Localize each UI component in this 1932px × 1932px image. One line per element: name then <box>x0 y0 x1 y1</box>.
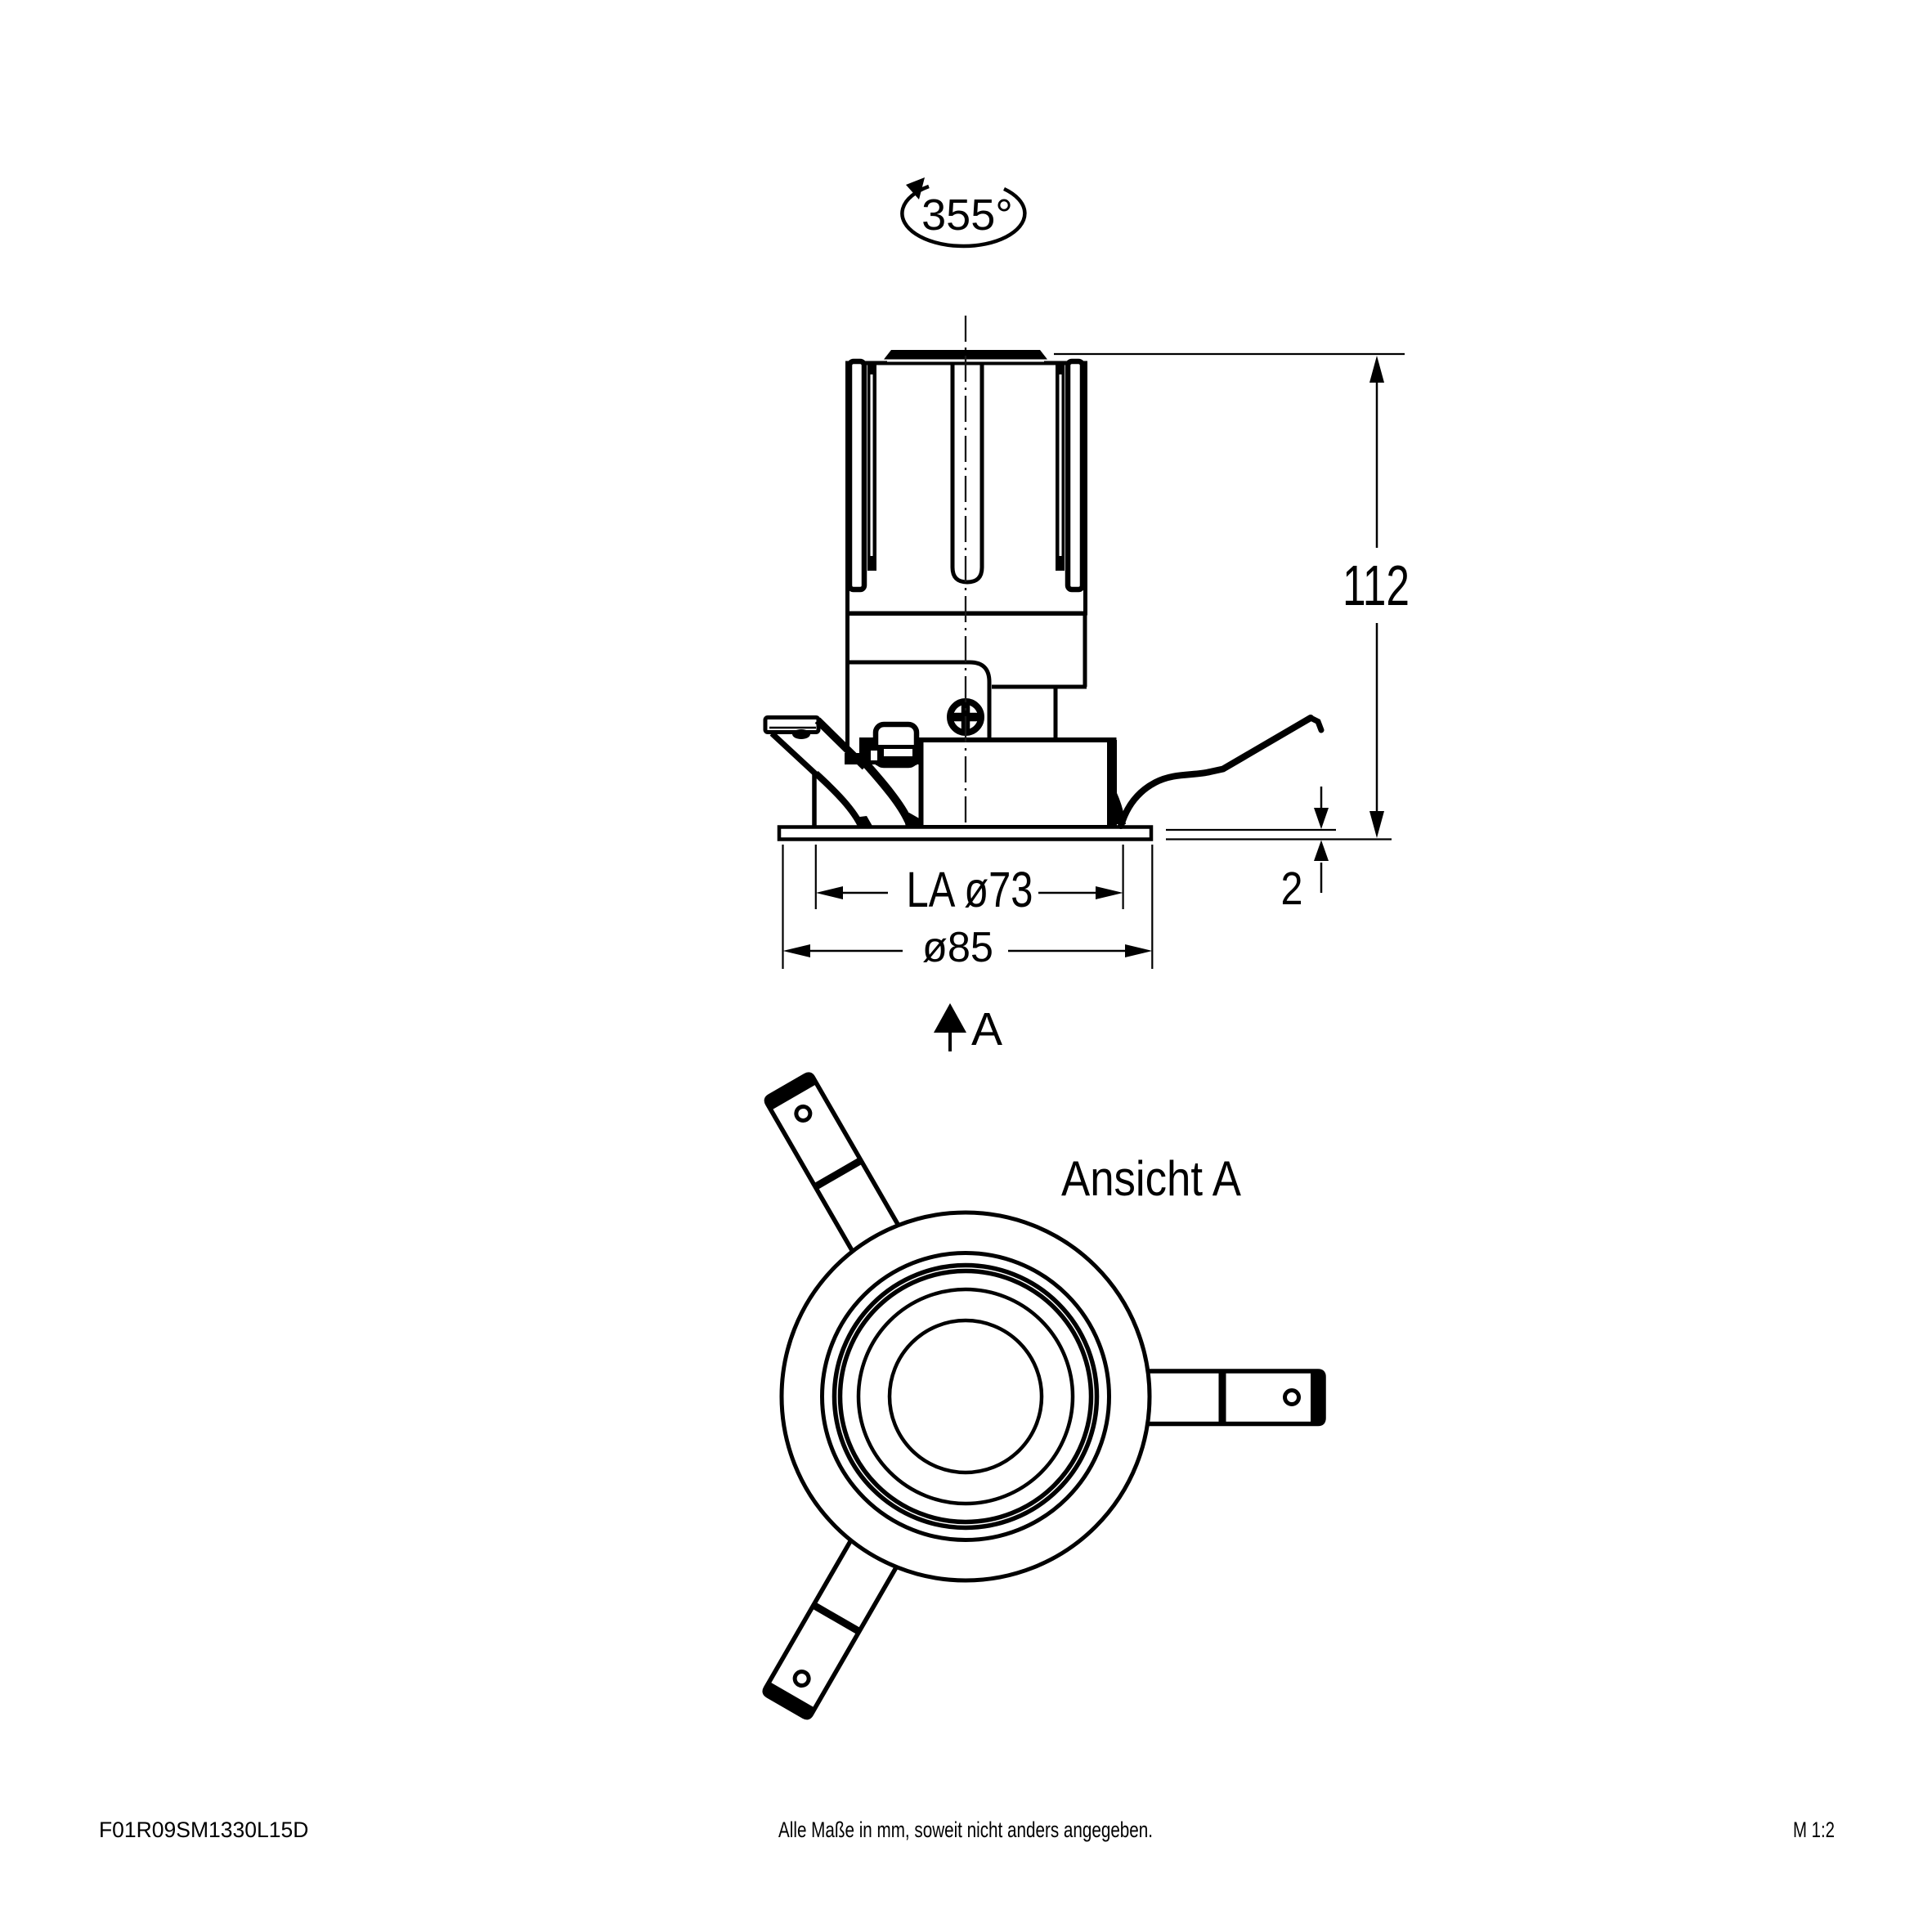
svg-text:LA ø73: LA ø73 <box>907 862 1033 917</box>
svg-text:2: 2 <box>1281 863 1303 915</box>
svg-text:A: A <box>971 1003 1002 1056</box>
svg-text:Ansicht A: Ansicht A <box>1061 1151 1241 1206</box>
svg-text:Alle Maße in mm, soweit nicht: Alle Maße in mm, soweit nicht anders ang… <box>778 1818 1153 1842</box>
svg-text:355°: 355° <box>921 191 1013 240</box>
svg-text:F01R09SM1330L15D: F01R09SM1330L15D <box>99 1818 308 1842</box>
svg-text:112: 112 <box>1343 554 1410 617</box>
svg-text:M 1:2: M 1:2 <box>1793 1818 1835 1842</box>
svg-text:ø85: ø85 <box>922 924 993 971</box>
